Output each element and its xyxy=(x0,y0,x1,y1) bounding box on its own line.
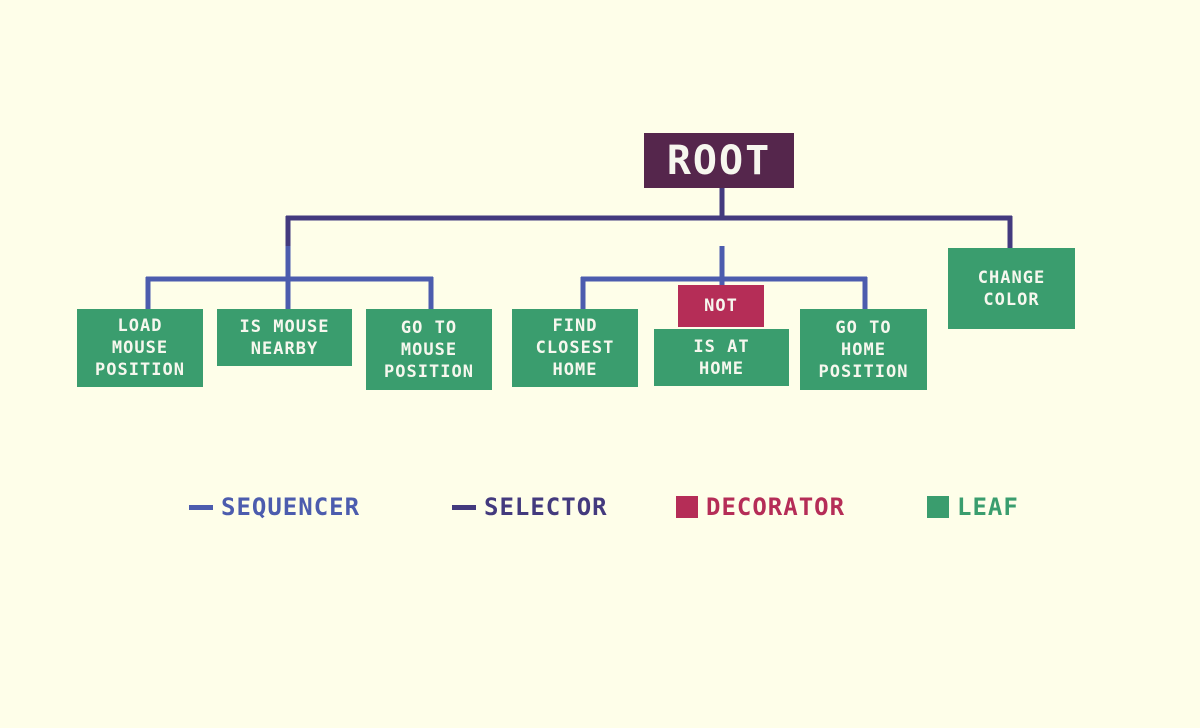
selector-connectors xyxy=(285,187,1013,248)
leaf-go-to-mouse-position: GO TO MOUSE POSITION xyxy=(366,309,492,390)
sequencer-connectors xyxy=(145,246,868,310)
legend-leaf: LEAF xyxy=(927,492,1019,522)
decorator-color-swatch xyxy=(676,496,698,518)
leaf-change-color: CHANGE COLOR xyxy=(948,248,1075,329)
legend-sequencer-label: SEQUENCER xyxy=(221,493,361,521)
legend-leaf-label: LEAF xyxy=(957,493,1019,521)
legend-decorator-label: DECORATOR xyxy=(706,493,846,521)
legend-selector-label: SELECTOR xyxy=(484,493,608,521)
leaf-is-at-home: IS AT HOME xyxy=(654,329,789,386)
sequencer-line-swatch xyxy=(189,504,213,510)
legend-sequencer: SEQUENCER xyxy=(189,492,360,522)
leaf-is-mouse-nearby: IS MOUSE NEARBY xyxy=(217,309,352,366)
leaf-color-swatch xyxy=(927,496,949,518)
legend-decorator: DECORATOR xyxy=(676,492,845,522)
selector-line-swatch xyxy=(452,504,476,510)
leaf-go-to-home-position: GO TO HOME POSITION xyxy=(800,309,927,390)
root-node: ROOT xyxy=(644,133,794,188)
leaf-load-mouse-position: LOAD MOUSE POSITION xyxy=(77,309,203,387)
leaf-find-closest-home: FIND CLOSEST HOME xyxy=(512,309,638,387)
decorator-not: NOT xyxy=(678,285,764,327)
legend-selector: SELECTOR xyxy=(452,492,608,522)
